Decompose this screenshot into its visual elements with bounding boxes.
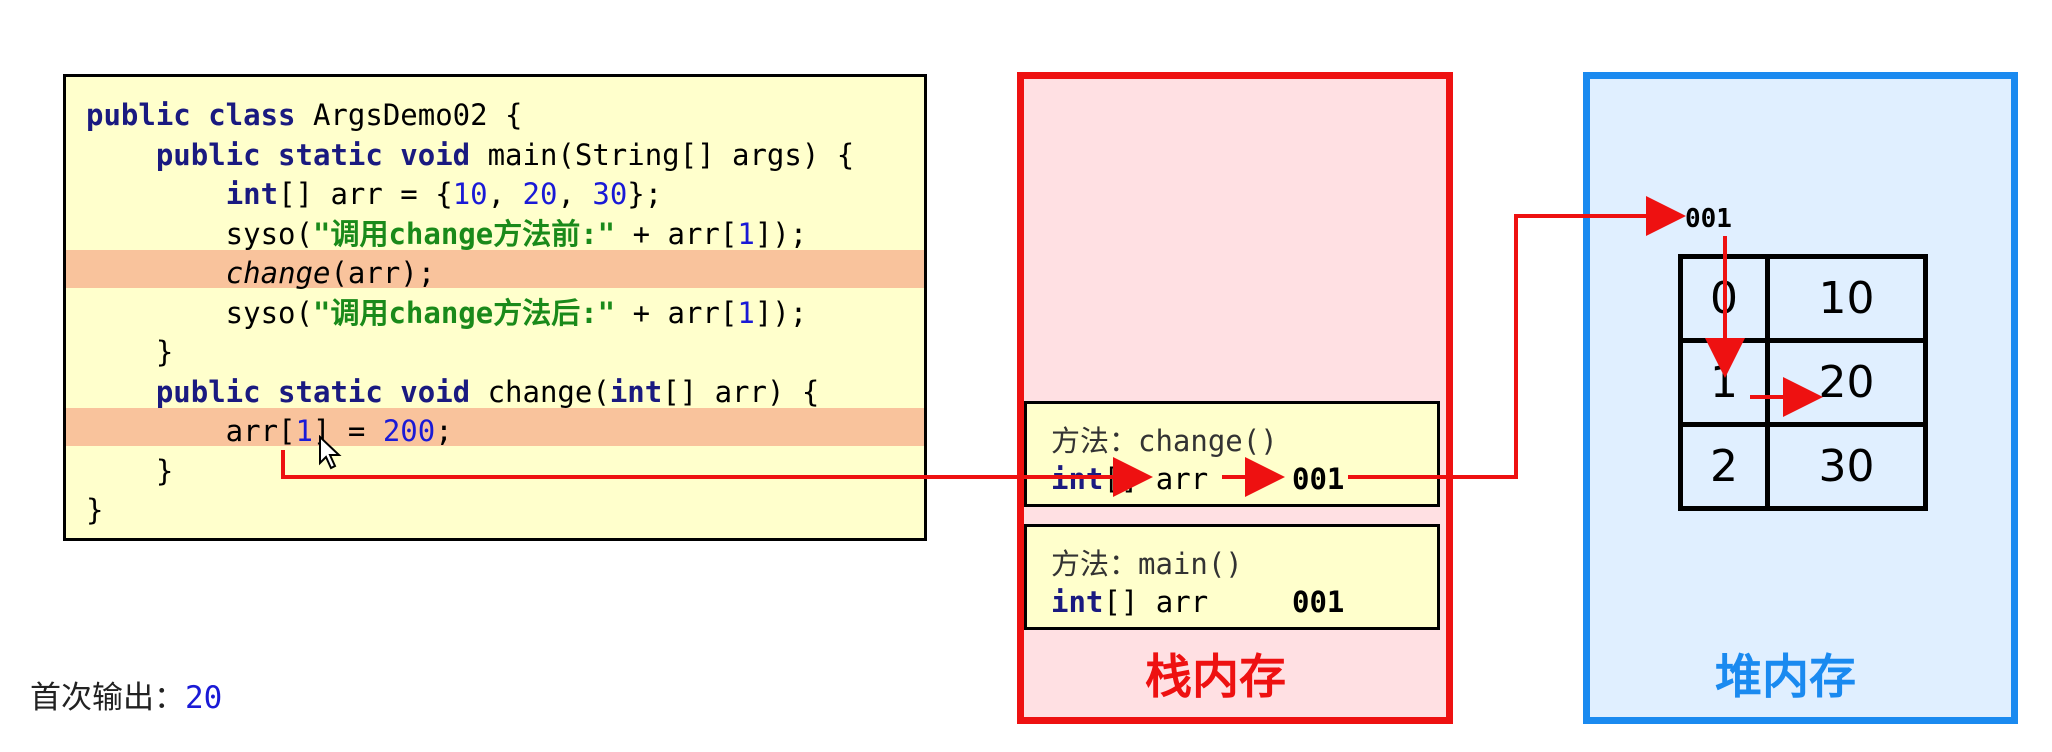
stack-frame-main: 方法：main() int[] arr 001 xyxy=(1024,524,1440,630)
output-value: 20 xyxy=(185,680,223,716)
mouse-cursor-icon xyxy=(319,435,342,470)
frame-title: 方法：change() xyxy=(1051,424,1278,458)
heap-address: 001 xyxy=(1685,204,1732,234)
code-line: syso("调用change方法后:" + arr[1]); xyxy=(86,295,808,330)
frame-address: 001 xyxy=(1292,462,1345,496)
frame-title: 方法：main() xyxy=(1051,547,1243,581)
code-line: arr[1] = 200; xyxy=(86,414,453,448)
code-line: change(arr); xyxy=(225,256,436,290)
arrow-code-to-stack xyxy=(281,450,1153,497)
code-line: int[] arr = {10, 20, 30}; xyxy=(225,177,663,211)
array-value: 10 xyxy=(1765,254,1928,343)
code-line: public class ArgsDemo02 { xyxy=(86,98,523,132)
arrow-stack-to-heap xyxy=(1348,196,1686,479)
stack-frame-change: 方法：change() int[] arr 001 xyxy=(1024,401,1440,507)
array-row: 0 10 xyxy=(1678,254,1928,343)
frame-variable: int[] arr xyxy=(1051,585,1209,619)
array-value: 30 xyxy=(1765,422,1928,511)
code-line: syso("调用change方法前:" + arr[1]); xyxy=(86,216,808,251)
highlight-assignment xyxy=(66,408,924,446)
code-line: } xyxy=(86,335,174,369)
code-panel: public class ArgsDemo02 { public static … xyxy=(63,74,927,541)
stack-label: 栈内存 xyxy=(1145,650,1286,705)
heap-label: 堆内存 xyxy=(1715,650,1856,705)
output-line: 首次输出：20 xyxy=(30,672,222,717)
array-row: 2 30 xyxy=(1678,422,1928,511)
code-line: public static void main(String[] args) { xyxy=(155,137,855,172)
array-index: 2 xyxy=(1678,422,1770,511)
frame-address: 001 xyxy=(1292,585,1345,619)
code-line: public static void change(int[] arr) { xyxy=(155,374,820,409)
output-label: 首次输出： xyxy=(30,680,185,716)
code-line: } xyxy=(86,493,104,527)
code-line: } xyxy=(86,453,174,488)
highlight-change-call xyxy=(66,250,924,288)
